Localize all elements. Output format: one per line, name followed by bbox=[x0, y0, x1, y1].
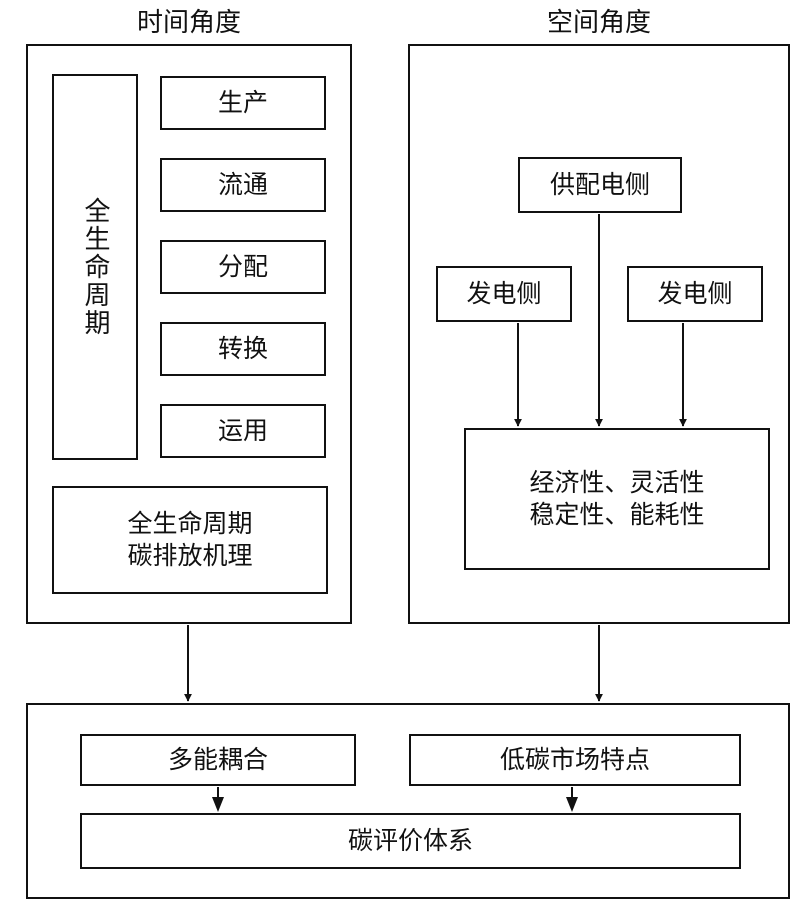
carbon-emission-mechanism-box: 全生命周期 碳排放机理 bbox=[52, 486, 328, 594]
time-perspective-title: 时间角度 bbox=[136, 8, 241, 38]
stage-conversion-box: 转换 bbox=[160, 322, 326, 376]
stage-distribution-box: 分配 bbox=[160, 240, 326, 294]
stage-production-box: 生产 bbox=[160, 76, 326, 130]
space-perspective-title: 空间角度 bbox=[546, 8, 651, 38]
supply-distribution-side-box: 供配电侧 bbox=[518, 157, 682, 213]
grid-properties-box: 经济性、灵活性 稳定性、能耗性 bbox=[464, 428, 770, 570]
generation-side-left-box: 发电侧 bbox=[436, 266, 572, 322]
lifecycle-label-box: 全生命周期 bbox=[52, 74, 138, 460]
multi-energy-coupling-box: 多能耦合 bbox=[80, 734, 356, 786]
stage-application-box: 运用 bbox=[160, 404, 326, 458]
arrowhead-coupling-to-system bbox=[212, 797, 224, 812]
generation-side-right-box: 发电侧 bbox=[627, 266, 763, 322]
arrowhead-market-to-system bbox=[566, 797, 578, 812]
low-carbon-market-box: 低碳市场特点 bbox=[409, 734, 741, 786]
carbon-evaluation-system-box: 碳评价体系 bbox=[80, 813, 741, 869]
stage-circulation-box: 流通 bbox=[160, 158, 326, 212]
